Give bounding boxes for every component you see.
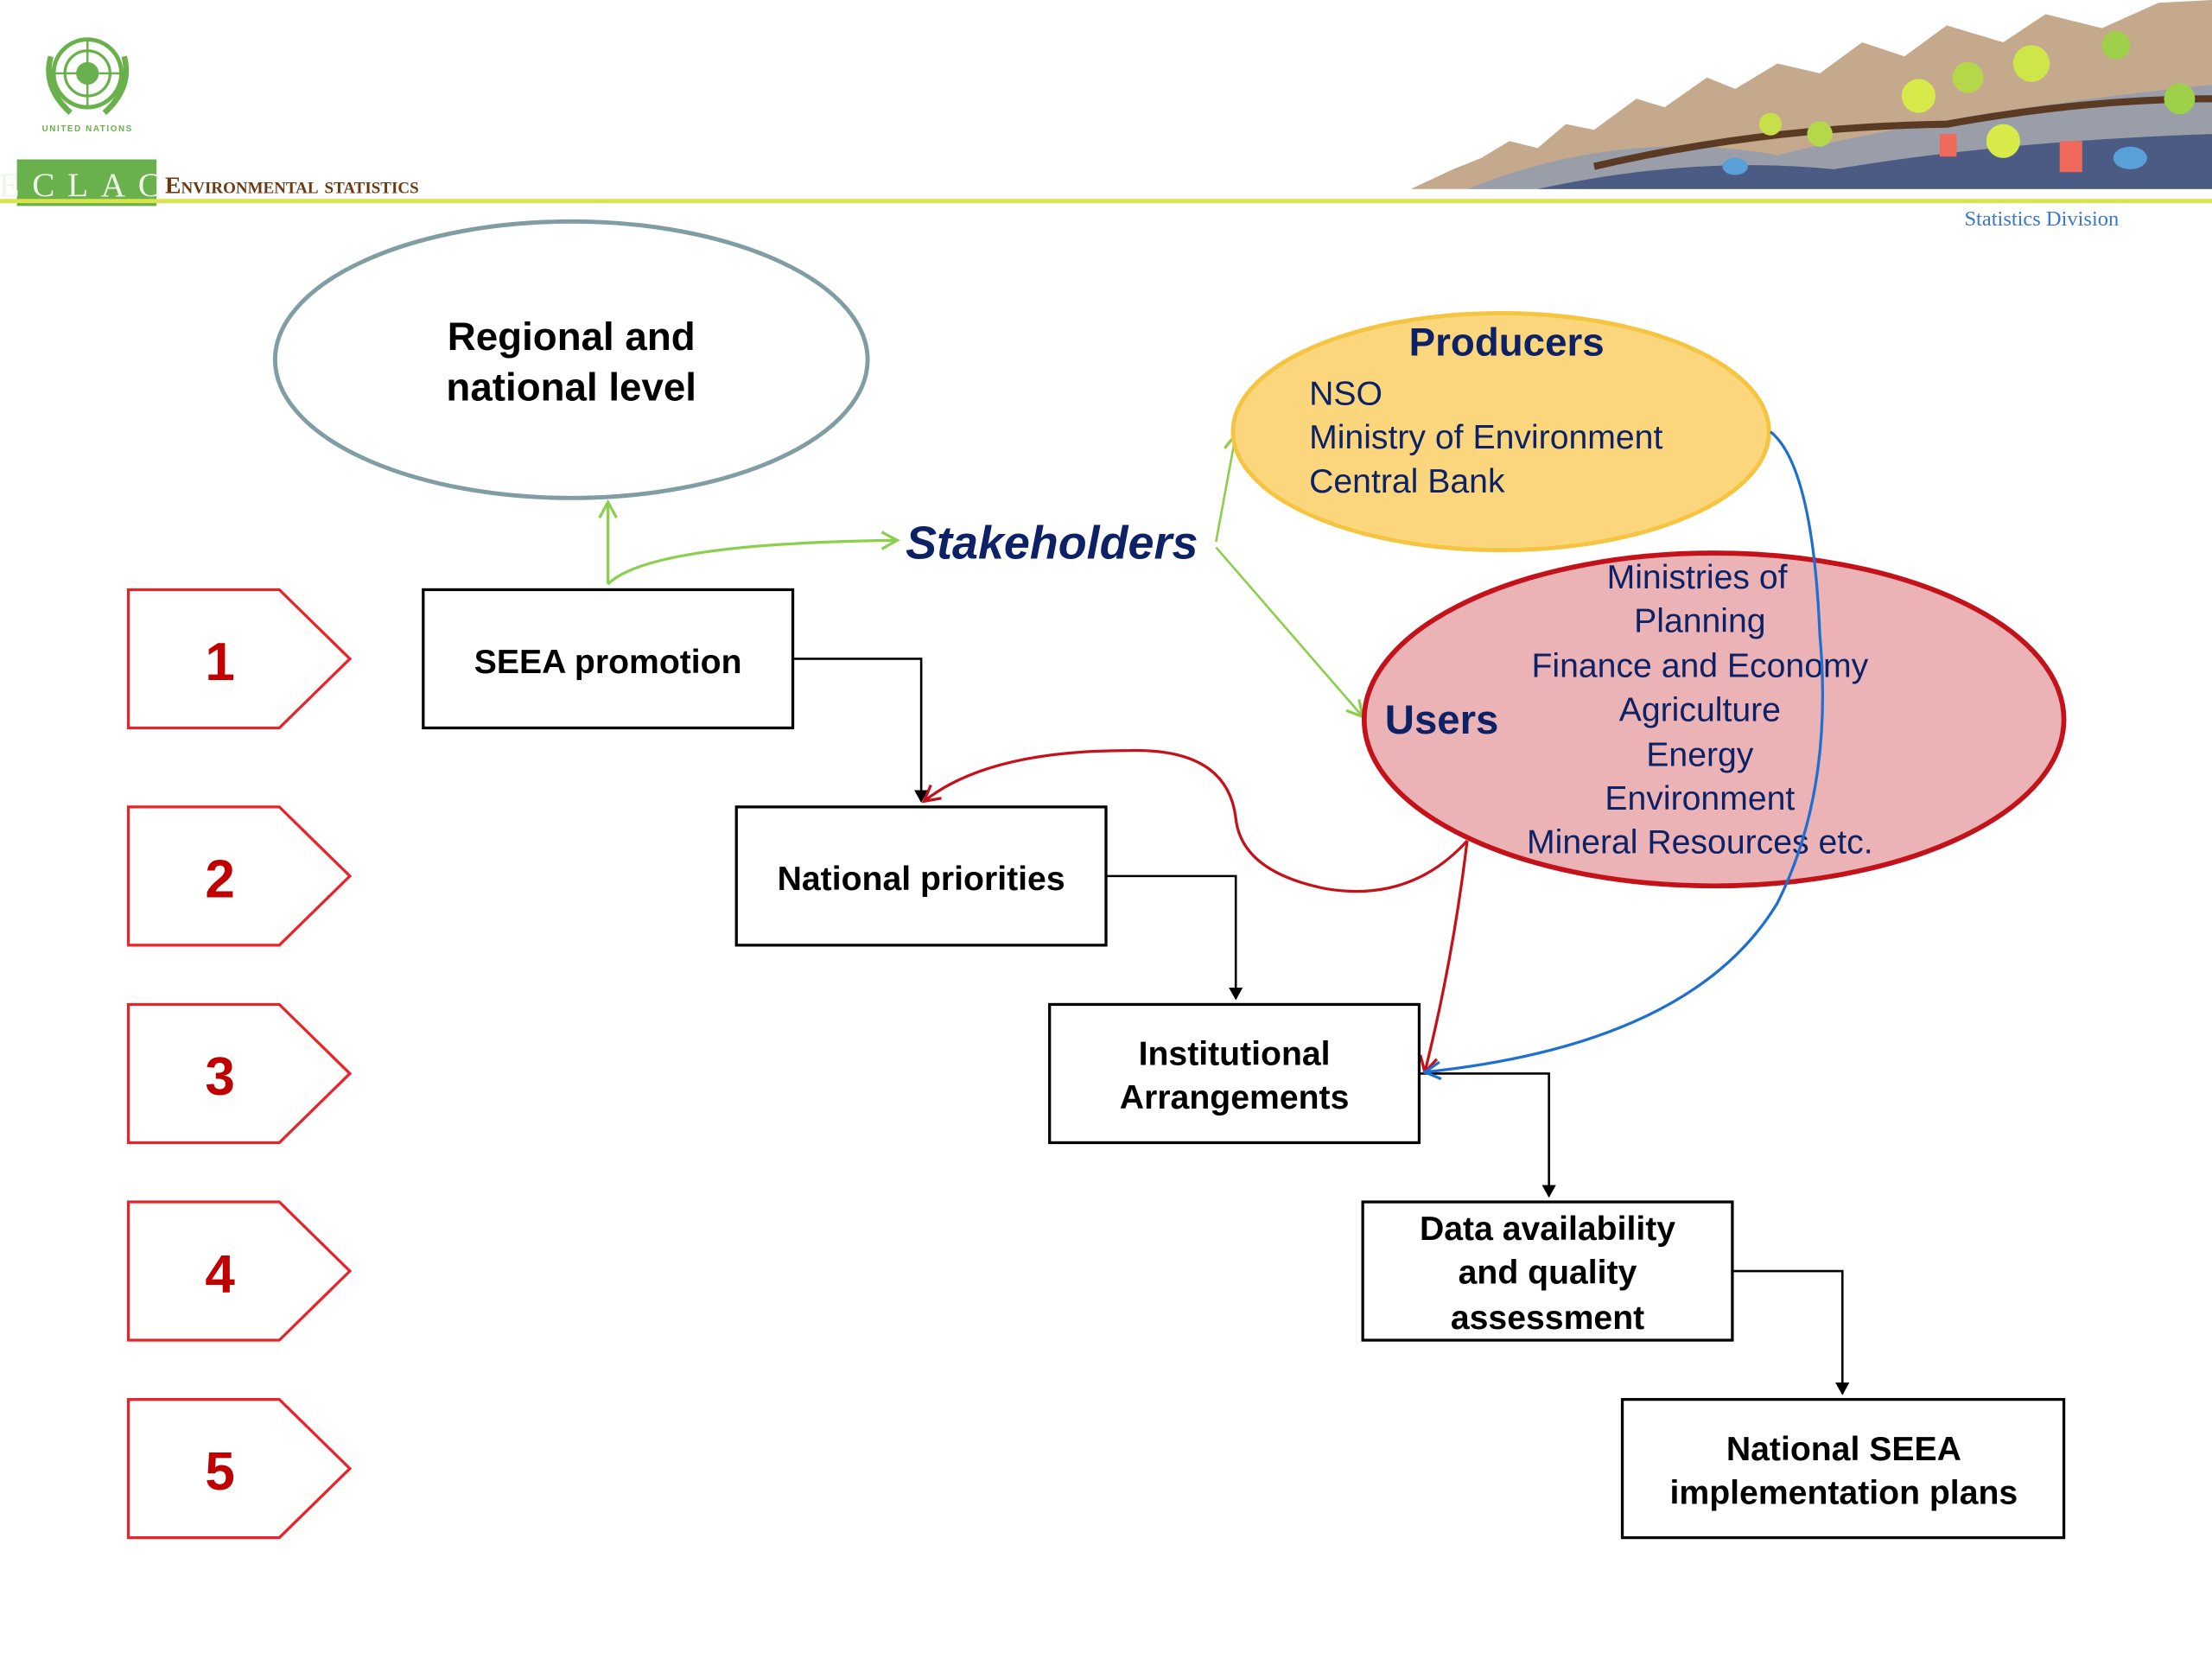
regional-level-node: Regional and national level <box>272 219 870 500</box>
producers-item: NSO <box>1309 376 1382 413</box>
step-box-label: and quality <box>1459 1255 1637 1292</box>
users-title: Users <box>1385 697 1499 743</box>
step-number: 2 <box>205 849 235 909</box>
users-to-institutional-arrow <box>1425 840 1469 1072</box>
producers-to-institutional-arrow <box>1425 430 1824 1072</box>
header-rule <box>0 199 2212 204</box>
flow-arrow-4-5 <box>1732 1269 1850 1395</box>
regional-line-2: national level <box>446 365 696 410</box>
producers-item: Ministry of Environment <box>1309 419 1662 456</box>
producers-item: Central Bank <box>1309 463 1505 500</box>
flow-arrow-2-3 <box>1106 874 1243 1001</box>
step-number: 1 <box>205 632 235 692</box>
step-box-data-availability: Data availability and quality assessment <box>1361 1200 1734 1342</box>
header-title: Environmental statistics <box>165 173 419 200</box>
step-box-label: Data availability <box>1420 1211 1675 1248</box>
division-label: Statistics Division <box>1964 207 2119 231</box>
step-box-national-seea-plans: National SEEA implementation plans <box>1620 1397 2066 1540</box>
step-marker-3: 3 <box>126 1002 353 1145</box>
step-box-label: SEEA promotion <box>474 644 742 681</box>
step-box-label: National SEEA <box>1726 1431 1961 1468</box>
eclac-logo <box>16 159 157 207</box>
step-number: 4 <box>205 1245 235 1305</box>
eclac-logo-text: ECLAC <box>0 167 174 204</box>
producers-node: Producers NSO Ministry of Environment Ce… <box>1230 311 1771 553</box>
users-item: Planning <box>1634 602 1765 639</box>
arrow-to-users <box>1215 546 1363 716</box>
step-box-national-priorities: National priorities <box>734 805 1108 947</box>
step-number: 5 <box>205 1442 235 1502</box>
users-item: Energy <box>1646 737 1754 774</box>
step-box-label: assessment <box>1451 1300 1644 1337</box>
un-emblem-icon <box>46 37 130 116</box>
step-box-institutional-arrangements: Institutional Arrangements <box>1048 1002 1421 1145</box>
users-item: Ministries of <box>1607 559 1788 596</box>
step-marker-4: 4 <box>126 1200 353 1342</box>
flow-arrow-3-4 <box>1419 1072 1556 1198</box>
flow-arrow-1-2 <box>792 658 929 803</box>
users-node: Users Ministries of Planning Finance and… <box>1361 550 2067 889</box>
regional-line-1: Regional and <box>448 315 696 359</box>
header: United Nations ECLAC Environmental stati… <box>0 0 2212 231</box>
arrow-to-producers <box>1215 435 1236 543</box>
landscape-banner-image <box>1410 0 2212 189</box>
users-item: Finance and Economy <box>1531 648 1868 685</box>
step-box-label: Arrangements <box>1120 1079 1350 1116</box>
step-marker-1: 1 <box>126 588 353 730</box>
step-box-seea-promotion: SEEA promotion <box>422 588 795 730</box>
stakeholders-label: Stakeholders <box>906 518 1198 569</box>
un-label: United Nations <box>42 124 133 134</box>
arrow-to-stakeholders <box>607 540 898 586</box>
step-marker-2: 2 <box>126 805 353 947</box>
users-item: Mineral Resources etc. <box>1527 824 1873 861</box>
step-number: 3 <box>205 1047 235 1107</box>
producers-title: Producers <box>1409 320 1605 364</box>
users-item: Environment <box>1605 780 1795 817</box>
step-box-label: Institutional <box>1139 1036 1331 1073</box>
users-to-priorities-arrow <box>924 748 1469 893</box>
users-item: Agriculture <box>1619 691 1781 728</box>
step-marker-5: 5 <box>126 1397 353 1540</box>
step-box-label: implementation plans <box>1670 1474 2018 1511</box>
step-box-label: National priorities <box>778 861 1065 898</box>
